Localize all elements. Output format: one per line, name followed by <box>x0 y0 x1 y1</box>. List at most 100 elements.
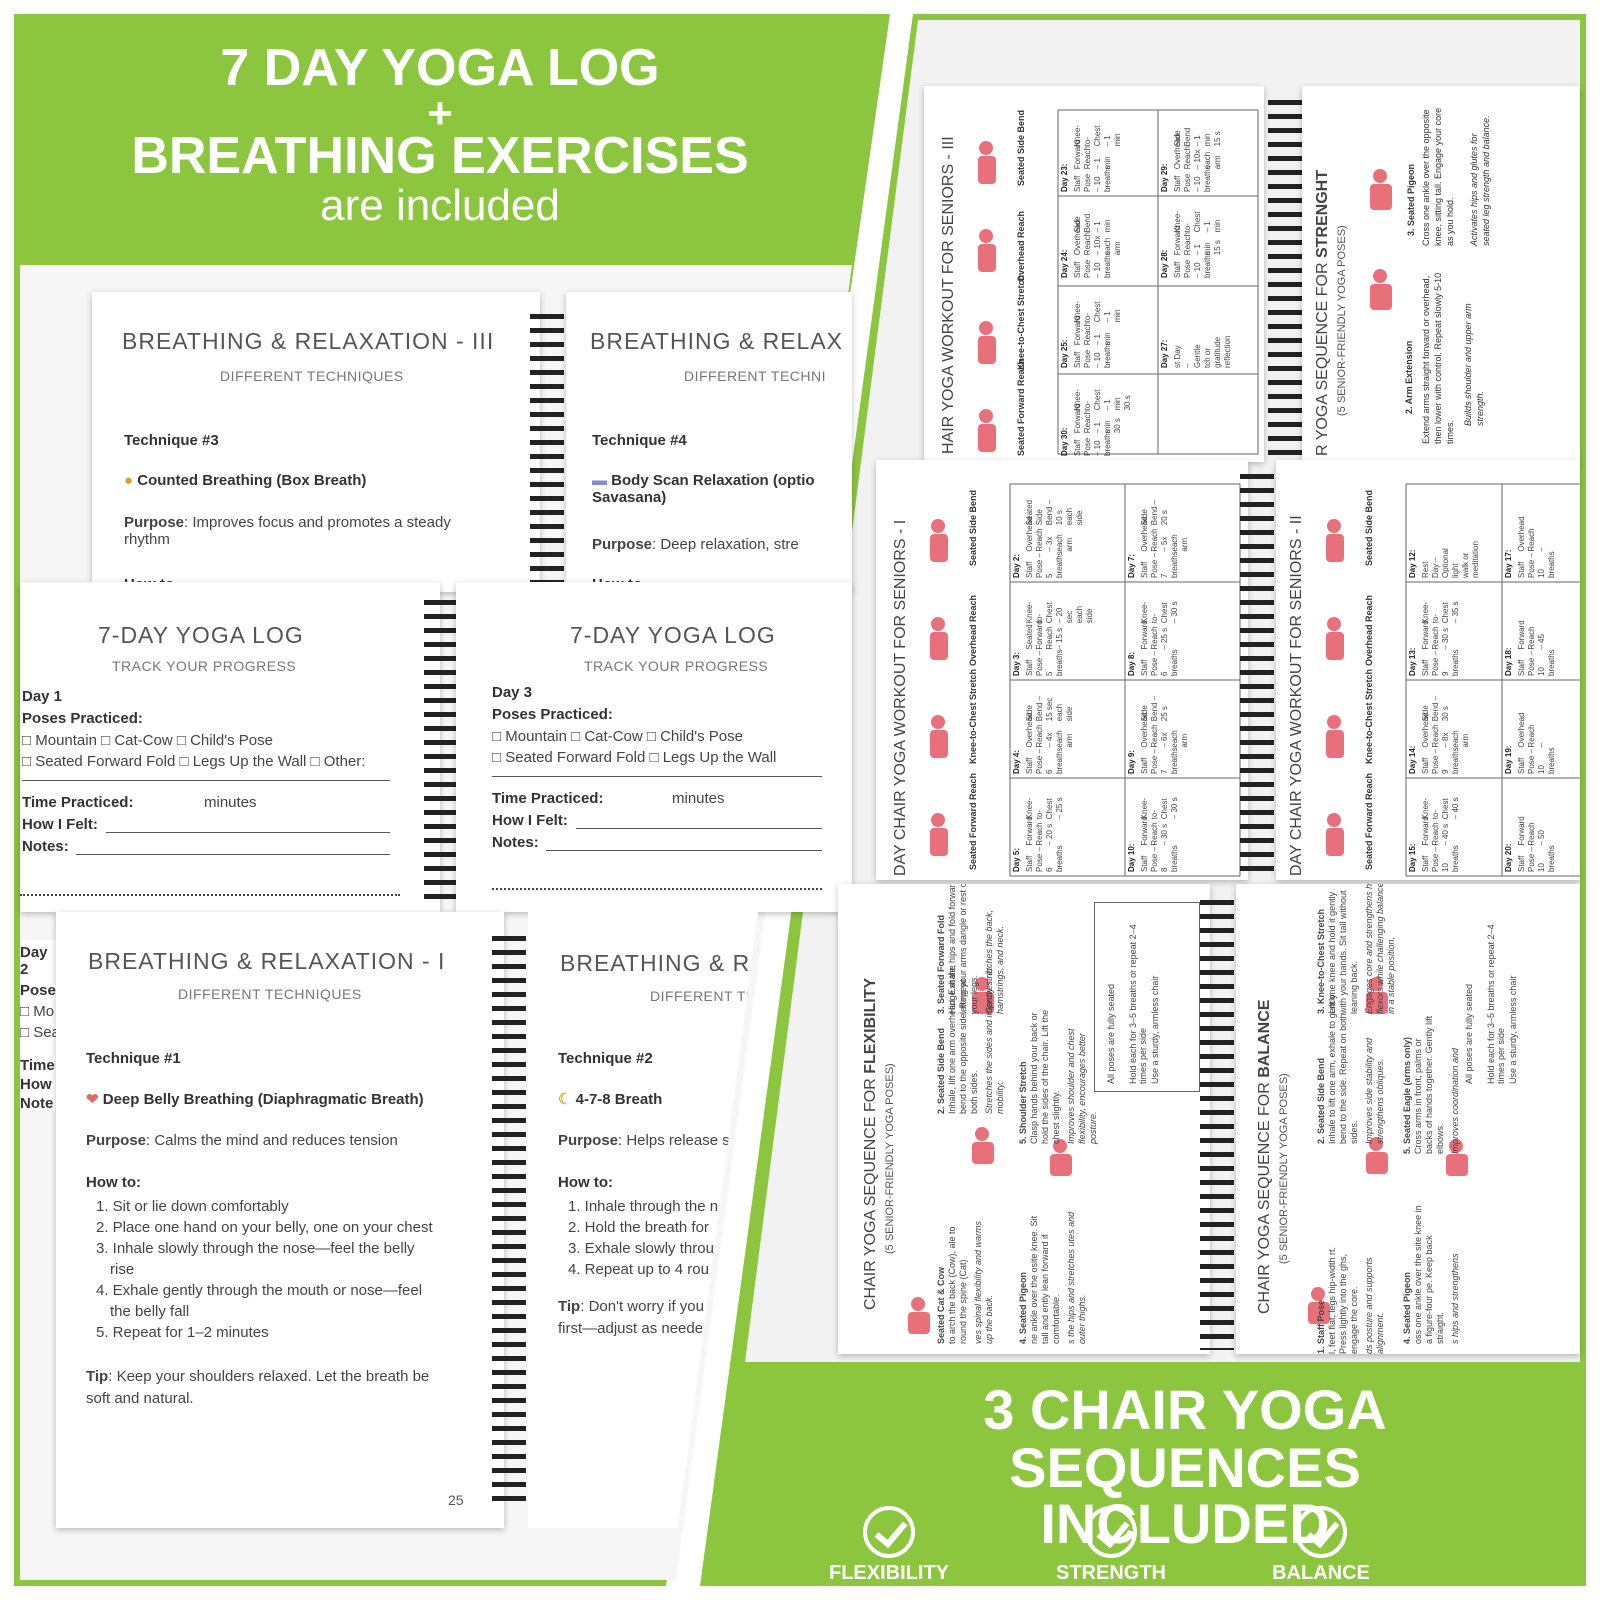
exercise-item: Staff Pose – 8 breaths <box>1140 845 1179 872</box>
exercise-item: Staff Pose – 6 breaths <box>1140 649 1179 676</box>
technique-label: Technique #3 <box>124 432 219 449</box>
pose-note: s hips and strengthens <box>1450 1253 1460 1344</box>
right-banner: 3 CHAIR YOGA SEQUENCES INCLUDED <box>860 1382 1510 1552</box>
pose-note: Improves side stability and strengthens … <box>1364 1037 1385 1144</box>
pose-note: Gently stretches the back, hamstrings, a… <box>984 909 1005 1014</box>
steps-list: 1. Sit or lie down comfortably 2. Place … <box>96 1198 433 1341</box>
spiral-binding <box>1200 900 1234 1350</box>
exercise-item: Knee-to-Chest – 30 s <box>1140 797 1179 820</box>
day-label: Day 18: <box>1504 647 1513 676</box>
workout-day-cell: Day 23:Staff Pose – 10 breathsForward Re… <box>1060 116 1123 192</box>
check-circle-icon <box>1295 1506 1347 1558</box>
pose-text: Lift one knee and hold it gently with yo… <box>1327 890 1359 1014</box>
day-label: Day 13: <box>1408 647 1417 676</box>
page-title: BREATHING & RELAX <box>590 328 844 354</box>
exercise-item: Forward Reach – 1 min <box>1073 139 1112 170</box>
page-title: CHAIR YOGA SEQUENCE FOR FLEXIBILITY <box>862 977 879 1310</box>
minutes-label: minutes <box>204 794 257 811</box>
check-circle-icon <box>863 1506 915 1558</box>
exercise-item: Knee-to-Chest – 1 min <box>1073 125 1122 147</box>
exercise-item: Forward Reach – 1 min <box>1073 315 1112 346</box>
pose-text: Hinge at the hips and fold forward, lett… <box>947 884 979 1014</box>
workout-day-cell: Day 17:Staff Pose – 10 breathsOverhead R… <box>1504 490 1557 578</box>
exercise-item: st Day – Gentle tch or gratitude reflect… <box>1173 335 1232 368</box>
exercise-item: Overhead Reach – 10x each arm <box>1173 134 1222 170</box>
day-label: Day 8: <box>1127 651 1136 676</box>
notes-label: Notes: <box>22 838 69 855</box>
day-label: Day 30: <box>1060 427 1069 456</box>
exercise-item: Knee-to-Chest – 1 min 30 s <box>1073 389 1132 411</box>
pose-text: ne ankle over the osite knee. Sit tall a… <box>1029 1215 1061 1344</box>
day-label: Day 15: <box>1408 843 1417 872</box>
exercise-item: Staff Pose – 9 breaths <box>1421 649 1460 676</box>
workout-day-cell: Day 5:Staff Pose – 6 breathsForward Reac… <box>1012 784 1065 872</box>
col-header: Seated Forward Reach <box>1364 772 1374 870</box>
workout-i-page: DAY CHAIR YOGA WORKOUT FOR SENIORS - I S… <box>876 460 1248 880</box>
day-label: Day 25: <box>1060 339 1069 368</box>
time-label: Time Practiced: <box>22 794 134 811</box>
exercise-item: Staff Pose – 5 breaths <box>1025 649 1064 676</box>
exercise-item: Forward Reach – 30 s <box>1421 620 1450 650</box>
workout-day-cell: Day 29:Staff Pose – 10 breathsOverhead R… <box>1160 116 1223 192</box>
workout-day-cell: Day 15: Staff Pose – 10 breathsForward Re… <box>1408 784 1461 872</box>
moon-icon: ☾ <box>558 1091 576 1108</box>
pose-text: Cross one ankle over the opposite knee, … <box>1421 107 1455 246</box>
col-header: Knee-to-Chest Stretch <box>968 668 978 764</box>
cut-line <box>20 894 400 896</box>
exercise-item: Side Bend – 1 min 15 s <box>1173 127 1222 147</box>
tip-item: Use a sturdy, armless chair <box>1508 975 1518 1084</box>
exercise-item: Forward Reach – 40 s <box>1421 816 1450 846</box>
check-circle-icon <box>1085 1506 1137 1558</box>
workout-day-cell: Day 27:st Day – Gentle tch or gratitude … <box>1160 292 1233 368</box>
banner-subtitle: are included <box>320 181 560 230</box>
page-subtitle: TRACK YOUR PROGRESS <box>584 658 769 674</box>
day-label: Day 20: <box>1504 843 1513 872</box>
banner-title-2: SEQUENCES INCLUDED <box>1009 1436 1361 1555</box>
page-title: DAY CHAIR YOGA WORKOUT FOR SENIORS - I <box>892 519 909 876</box>
howto-label: How to: <box>558 1174 613 1191</box>
day-label: Day 3: <box>1012 651 1021 676</box>
pose-note: Activates hips and glutes for seated leg… <box>1469 115 1491 246</box>
steps-list: 1. Inhale through the n 2. Hold the brea… <box>568 1198 719 1278</box>
workout-table <box>1326 483 1580 877</box>
pose-text: Extend arms straight forward or overhead… <box>1421 272 1455 444</box>
tips-box <box>1094 902 1200 1092</box>
pose-note: Engages core and strengthens hip flexors… <box>1364 884 1396 1014</box>
page-title: DAY CHAIR YOGA WORKOUT FOR SENIORS - II <box>1288 515 1305 876</box>
banner-title-1: 3 CHAIR YOGA <box>983 1378 1387 1441</box>
pose-title: 5. Shoulder Stretch <box>1018 1061 1028 1144</box>
exercise-item: Staff Pose – 10 breaths <box>1421 845 1460 872</box>
exercise-item: Forward Reach – 1 min 30 s <box>1073 403 1122 434</box>
badge-flexibility: FLEXIBILITY <box>824 1506 954 1585</box>
workout-day-cell: Day 13: Staff Pose – 9 breathsForward Rea… <box>1408 588 1461 676</box>
pose-text: oss one ankle over the site knee in a fi… <box>1413 1205 1445 1344</box>
time-label: Time Practiced: <box>492 790 604 807</box>
pose-figures <box>1370 169 1392 310</box>
exercise-item: Side Bend – 15 sec each side <box>1025 695 1074 722</box>
col-header: Knee-to-Chest Stretch <box>1016 274 1026 370</box>
workout-table <box>978 109 1259 455</box>
page-subtitle: DIFFERENT TECHNIQUES <box>220 368 404 384</box>
tip: Tip: Keep your shoulders relaxed. Let th… <box>86 1368 430 1407</box>
exercise-item: Staff Pose – 10 breaths <box>1517 551 1556 578</box>
exercise-item: Side Bend – 1 min <box>1073 213 1112 233</box>
workout-day-cell: Day 14:Staff Pose – 9 breathsOverhead Re… <box>1408 686 1471 774</box>
exercise-item: Side Bend – 30 s <box>1421 695 1450 722</box>
pose-note: ds posture and supports alignment. <box>1364 1257 1385 1354</box>
pose-figures <box>908 977 1072 1334</box>
day-label: Day 3 <box>492 684 533 701</box>
workout-ii-page: DAY CHAIR YOGA WORKOUT FOR SENIORS - II … <box>1276 460 1580 880</box>
col-header: Overhead Reach <box>968 594 978 666</box>
exercise-item: Staff Pose – 10 breaths <box>1073 251 1112 278</box>
exercise-item: Staff Pose – 10 breaths <box>1517 845 1556 872</box>
banner-title-breathing: BREATHING EXERCISES <box>131 127 749 185</box>
exercise-item: Forward Reach – 30 s <box>1140 816 1169 846</box>
exercise-item: Knee-to-Chest – 1 min <box>1073 301 1122 323</box>
technique-label: Technique #2 <box>558 1050 653 1067</box>
page-title: 7-DAY YOGA LOG <box>570 622 776 648</box>
